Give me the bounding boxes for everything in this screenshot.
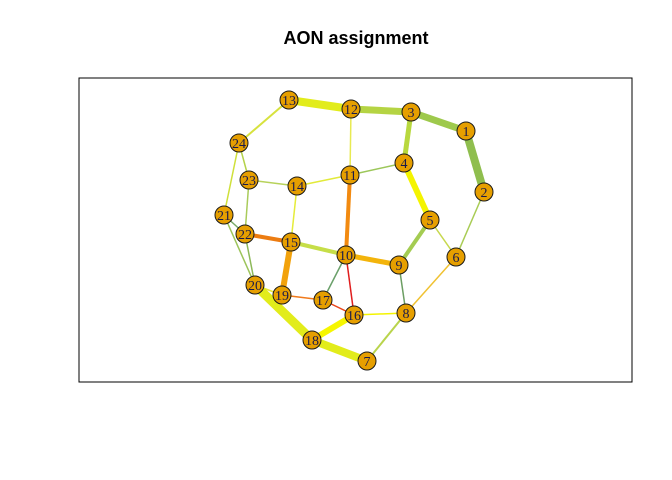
node-circle	[245, 275, 265, 295]
node-circle	[287, 176, 307, 196]
node-4: 4	[394, 153, 414, 173]
node-10: 10	[336, 245, 356, 265]
node-label: 20	[248, 279, 262, 294]
node-17: 17	[313, 290, 333, 310]
node-circle	[214, 205, 234, 225]
node-7: 7	[357, 351, 377, 371]
edge-1-2	[462, 129, 488, 194]
node-label: 7	[364, 355, 371, 370]
node-2: 2	[474, 182, 494, 202]
edge-6-8	[405, 256, 457, 314]
node-label: 6	[453, 251, 460, 266]
node-circle	[272, 285, 292, 305]
node-8: 8	[396, 303, 416, 323]
edge-4-5	[401, 161, 433, 222]
node-11: 11	[340, 165, 360, 185]
node-label: 3	[408, 106, 415, 121]
edge-18-7	[310, 336, 369, 365]
edge-12-3	[350, 105, 412, 116]
node-circle	[456, 121, 476, 141]
edge-3-1	[409, 108, 468, 135]
node-label: 15	[284, 236, 298, 251]
edge-13-24	[238, 99, 290, 144]
node-label: 5	[427, 214, 434, 229]
node-circle	[396, 303, 416, 323]
node-circle	[239, 170, 259, 190]
node-label: 4	[401, 157, 408, 172]
plot-frame	[78, 77, 633, 383]
node-circle	[279, 90, 299, 110]
node-circle	[281, 232, 301, 252]
node-label: 23	[242, 174, 256, 189]
node-label: 1	[463, 125, 470, 140]
node-label: 16	[347, 309, 361, 324]
node-3: 3	[401, 102, 421, 122]
node-circle	[394, 153, 414, 173]
edge-24-21	[223, 142, 240, 216]
node-circle	[340, 165, 360, 185]
node-16: 16	[344, 305, 364, 325]
node-1: 1	[456, 121, 476, 141]
node-label: 21	[217, 209, 231, 224]
node-circle	[344, 305, 364, 325]
node-label: 18	[305, 334, 319, 349]
node-label: 2	[481, 186, 488, 201]
node-circle	[446, 247, 466, 267]
node-circle	[401, 102, 421, 122]
node-20: 20	[245, 275, 265, 295]
node-23: 23	[239, 170, 259, 190]
edge-11-10	[344, 174, 352, 256]
node-label: 19	[275, 289, 289, 304]
node-label: 9	[396, 259, 403, 274]
node-circle	[389, 255, 409, 275]
node-label: 13	[282, 94, 296, 109]
edge-2-6	[455, 191, 485, 258]
node-21: 21	[214, 205, 234, 225]
node-label: 10	[339, 249, 353, 264]
node-19: 19	[272, 285, 292, 305]
node-label: 11	[343, 169, 356, 184]
node-5: 5	[420, 210, 440, 230]
node-9: 9	[389, 255, 409, 275]
node-18: 18	[302, 330, 322, 350]
edge-8-7	[366, 312, 407, 362]
node-13: 13	[279, 90, 299, 110]
node-12: 12	[341, 99, 361, 119]
node-15: 15	[281, 232, 301, 252]
edge-20-18	[251, 281, 316, 344]
edge-13-12	[288, 96, 352, 113]
node-circle	[474, 182, 494, 202]
node-label: 17	[316, 294, 330, 309]
node-circle	[357, 351, 377, 371]
node-circle	[341, 99, 361, 119]
edge-10-16	[345, 254, 355, 316]
node-label: 24	[232, 137, 246, 152]
node-6: 6	[446, 247, 466, 267]
node-label: 14	[290, 180, 304, 195]
node-circle	[420, 210, 440, 230]
node-circle	[229, 133, 249, 153]
node-circle	[302, 330, 322, 350]
node-label: 8	[403, 307, 410, 322]
edge-12-11	[349, 108, 352, 176]
node-circle	[235, 224, 255, 244]
node-24: 24	[229, 133, 249, 153]
node-22: 22	[235, 224, 255, 244]
node-circle	[313, 290, 333, 310]
node-circle	[336, 245, 356, 265]
plot-title: AON assignment	[283, 28, 429, 48]
node-label: 12	[344, 103, 358, 118]
node-label: 22	[238, 228, 252, 243]
node-14: 14	[287, 176, 307, 196]
edge-21-20	[223, 214, 256, 286]
